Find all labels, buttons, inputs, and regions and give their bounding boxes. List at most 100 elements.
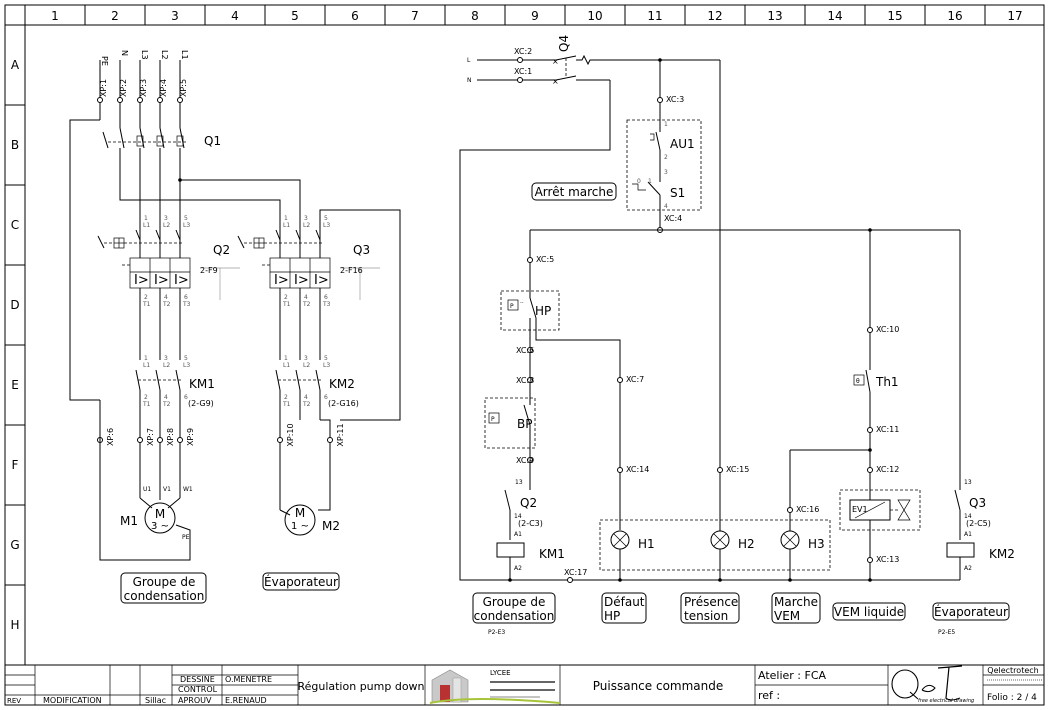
svg-text:XC:4: XC:4 [664,214,682,223]
svg-text:XP:4: XP:4 [159,79,168,97]
svg-text:HP: HP [535,304,551,318]
svg-text:Atelier : FCA: Atelier : FCA [758,669,827,682]
svg-text:3: 3 [304,355,308,362]
supply-label-l2: L2 [160,50,169,60]
svg-text:VEM liquide: VEM liquide [834,605,904,619]
svg-text:KM2: KM2 [329,377,355,391]
svg-text:Sillac: Sillac [145,696,166,705]
svg-text:T1: T1 [142,301,151,308]
svg-text:4: 4 [164,394,168,401]
column-label: 1 [51,9,59,23]
function-label-line2: HP [604,609,620,623]
svg-text:XC:17: XC:17 [564,568,587,577]
supply-labels: PE N L3 L2 L1 [100,50,189,66]
column-label: 15 [887,9,902,23]
svg-text:N: N [467,77,472,84]
svg-text:Q4: Q4 [557,35,571,52]
svg-text:T3: T3 [182,301,191,308]
function-label-line2: VEM [774,609,800,623]
q1-disconnector: Q1 [102,127,221,149]
au1-s1-group: AU1 S1 1 2 3 4 0 1 [626,119,702,230]
svg-text:5: 5 [324,355,328,362]
svg-text:APROUV: APROUV [178,696,212,705]
indicator-box [599,519,831,571]
svg-text:I>: I> [294,273,309,288]
column-label: 13 [767,9,782,23]
neutral-wire [459,80,960,581]
svg-text:BP: BP [517,417,532,431]
svg-text:PE: PE [182,534,190,541]
function-label-line2: condensation [124,589,205,603]
column-label: 14 [827,9,842,23]
q2-motor-protector: Q2 2-F9 I> I> I> 1 3 5 L1 L2 L3 2 4 6 T1… [97,215,240,360]
svg-text:XC:8: XC:8 [516,376,534,385]
svg-text:L1: L1 [143,362,150,369]
svg-text:XP:1: XP:1 [99,79,108,97]
svg-text:3 ~: 3 ~ [151,521,169,532]
row-label: F [12,458,19,472]
svg-text:ref :: ref : [758,689,780,702]
svg-text:XP:11: XP:11 [336,423,345,446]
svg-text:··: ·· [520,300,524,307]
function-label-line1: Présence [684,595,738,609]
column-label: 4 [231,9,239,23]
svg-text:2: 2 [664,154,668,161]
svg-text:14: 14 [514,513,522,520]
svg-text:DESSINE: DESSINE [180,675,215,684]
th1-branch: XC:10 θ Th1 XC:11 XC:12 EV1 XC:13 [790,230,921,580]
svg-text:3: 3 [304,215,308,222]
svg-text:L2: L2 [303,362,310,369]
svg-text:O.MENETRE: O.MENETRE [225,675,272,684]
svg-text:EV1: EV1 [852,505,868,514]
svg-text:L1: L1 [283,362,290,369]
column-label: 8 [471,9,479,23]
svg-text:Folio : 2 / 4: Folio : 2 / 4 [987,693,1037,703]
svg-text:L2: L2 [163,222,170,229]
pe-wire [69,119,100,401]
function-label-line1: Défaut [604,595,645,609]
svg-text:free electrical drawing: free electrical drawing [918,698,974,704]
svg-text:Évaporateur: Évaporateur [264,574,338,589]
svg-text:1 ~: 1 ~ [291,521,309,532]
h2-lamp: XC:15 H2 [710,60,755,580]
svg-text:I>: I> [154,273,169,288]
column-label: 9 [531,9,539,23]
control-function-labels: Groupe de condensation P2-E3 Défaut HP P… [472,592,1010,636]
m1-motor: M 3 ~ M1 PE U1 V1 W1 [120,470,193,541]
svg-text:1: 1 [664,121,668,128]
svg-text:XP:3: XP:3 [139,79,148,97]
svg-text:6: 6 [324,294,328,301]
svg-text:T1: T1 [282,301,291,308]
svg-text:Arrêt marche: Arrêt marche [535,185,614,199]
svg-text:XC:5: XC:5 [536,255,554,264]
svg-text:A2: A2 [514,565,522,572]
svg-text:(2-G9): (2-G9) [188,399,214,408]
svg-text:L3: L3 [183,362,190,369]
xp-mid-terminals: XP:6 XP:7 XP:8 XP:9 XP:10 XP:11 [97,423,345,447]
q3-ref: 2-F16 [340,266,363,275]
svg-text:2: 2 [144,294,148,301]
xp-top-terminals: XP:1 XP:2 XP:3 XP:4 XP:5 [97,79,188,103]
svg-text:T1: T1 [282,401,291,408]
h1-lamp: XC:7 XC:14 H1 [610,375,655,580]
function-label-line2: condensation [474,609,555,623]
row-label: H [10,618,19,632]
svg-text:XC:2: XC:2 [514,47,532,56]
svg-text:Régulation pump down: Régulation pump down [297,680,424,693]
column-label: 12 [707,9,722,23]
row-label: C [11,218,19,232]
svg-text:H3: H3 [808,537,825,551]
svg-text:4: 4 [164,294,168,301]
svg-text:Évaporateur: Évaporateur [934,604,1008,619]
svg-text:XP:2: XP:2 [119,79,128,97]
svg-text:5: 5 [184,355,188,362]
svg-text:T2: T2 [302,401,311,408]
svg-text:5: 5 [324,215,328,222]
svg-text:(2-C3): (2-C3) [518,519,543,528]
svg-text:XC:9: XC:9 [516,456,534,465]
svg-text:KM1: KM1 [189,377,215,391]
svg-text:KM1: KM1 [539,547,565,561]
km2-branch: 13 Q3 14 (2-C5) A1 A2 KM2 [946,230,1015,580]
svg-text:L2: L2 [303,222,310,229]
svg-text:2: 2 [284,294,288,301]
